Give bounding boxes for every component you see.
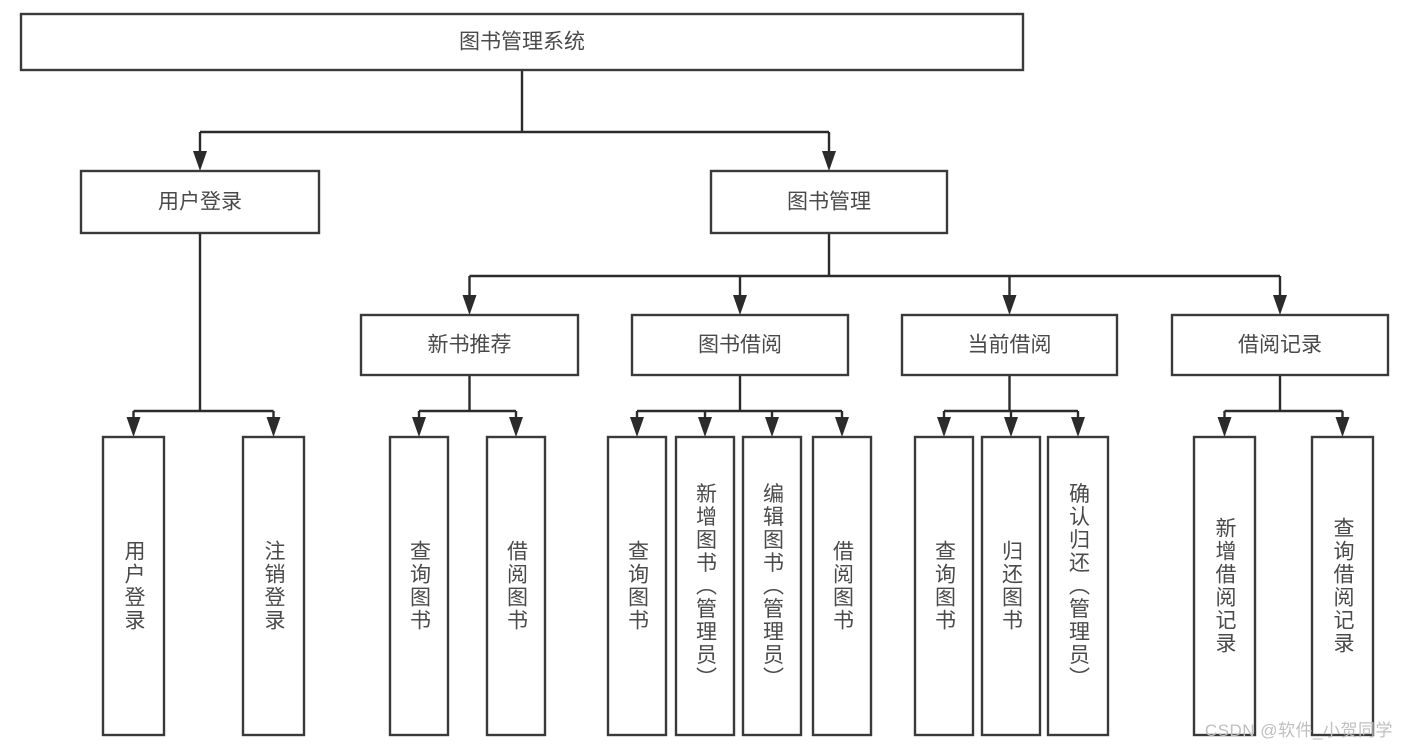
node-leaf-query-book-2[interactable]: 查询图书 xyxy=(606,435,668,737)
node-borrow-record[interactable]: 借阅记录 xyxy=(1170,313,1390,377)
node-new-book-rec-label: 新书推荐 xyxy=(428,334,512,357)
node-leaf-confirm-return-label: 确认归还（管理员） xyxy=(1067,483,1091,690)
node-leaf-borrow-book-2[interactable]: 借阅图书 xyxy=(811,435,873,737)
node-new-book-rec-box xyxy=(359,313,580,377)
node-leaf-query-book-1-box xyxy=(388,435,450,737)
arrow-head-icon xyxy=(1217,417,1232,437)
node-leaf-add-book-label: 新增图书（管理员） xyxy=(694,483,718,690)
node-leaf-confirm-return[interactable]: 确认归还（管理员） xyxy=(1046,435,1110,737)
node-leaf-add-book[interactable]: 新增图书（管理员） xyxy=(674,435,736,737)
arrow-head-icon xyxy=(822,151,836,171)
node-leaf-add-record-label: 新增借阅记录 xyxy=(1213,517,1237,655)
arrow-head-icon xyxy=(1004,417,1018,437)
node-new-book-rec[interactable]: 新书推荐 xyxy=(359,313,580,377)
arrow-head-icon xyxy=(1335,417,1350,437)
node-leaf-borrow-book-1[interactable]: 借阅图书 xyxy=(485,435,547,737)
node-leaf-borrow-book-2-label: 借阅图书 xyxy=(831,540,855,632)
node-leaf-query-book-3-box xyxy=(913,435,975,737)
csdn-watermark: CSDN @软件_小贺同学 xyxy=(1204,721,1393,740)
node-leaf-logout-label: 注销登录 xyxy=(262,540,286,632)
arrow-head-icon xyxy=(765,417,779,437)
arrow-head-icon xyxy=(630,417,644,437)
node-book-borrow-box xyxy=(630,313,850,377)
node-leaf-return-book-box xyxy=(980,435,1042,737)
arrow-head-icon xyxy=(462,295,477,315)
node-leaf-query-book-1[interactable]: 查询图书 xyxy=(388,435,450,737)
arrow-head-icon xyxy=(509,417,523,437)
node-leaf-query-book-3-label: 查询图书 xyxy=(933,540,957,632)
node-current-borrow-label: 当前借阅 xyxy=(968,334,1052,357)
node-current-borrow-box xyxy=(900,313,1119,377)
arrow-head-icon xyxy=(412,417,426,437)
arrow-head-icon xyxy=(126,417,141,437)
node-user-login-box xyxy=(79,169,321,235)
node-borrow-record-label: 借阅记录 xyxy=(1238,334,1322,357)
node-root-system[interactable]: 图书管理系统 xyxy=(19,12,1025,72)
node-leaf-user-login-box xyxy=(101,435,166,737)
node-leaf-edit-book-box xyxy=(741,435,803,737)
arrow-head-icon xyxy=(733,295,747,315)
nodes-layer: 图书管理系统用户登录图书管理新书推荐图书借阅当前借阅借阅记录用户登录注销登录查询… xyxy=(19,12,1390,737)
node-user-login[interactable]: 用户登录 xyxy=(79,169,321,235)
node-leaf-logout-box xyxy=(241,435,306,737)
arrow-head-icon xyxy=(835,417,849,437)
arrow-head-icon xyxy=(266,417,281,437)
node-leaf-confirm-return-box xyxy=(1046,435,1110,737)
node-book-borrow-label: 图书借阅 xyxy=(698,334,782,357)
node-root-system-label: 图书管理系统 xyxy=(459,31,585,54)
arrow-head-icon xyxy=(1002,295,1017,315)
node-user-login-label: 用户登录 xyxy=(158,191,242,214)
node-leaf-borrow-book-1-box xyxy=(485,435,547,737)
node-leaf-query-book-2-box xyxy=(606,435,668,737)
node-leaf-add-book-box xyxy=(674,435,736,737)
arrow-head-icon xyxy=(193,151,207,171)
node-leaf-borrow-book-1-label: 借阅图书 xyxy=(505,540,529,632)
node-current-borrow[interactable]: 当前借阅 xyxy=(900,313,1119,377)
node-borrow-record-box xyxy=(1170,313,1390,377)
node-leaf-query-book-1-label: 查询图书 xyxy=(408,540,432,632)
node-book-manage-box xyxy=(709,169,949,235)
node-leaf-return-book[interactable]: 归还图书 xyxy=(980,435,1042,737)
arrow-head-icon xyxy=(698,417,712,437)
node-book-manage[interactable]: 图书管理 xyxy=(709,169,949,235)
node-leaf-query-book-2-label: 查询图书 xyxy=(626,540,650,632)
node-leaf-user-login[interactable]: 用户登录 xyxy=(101,435,166,737)
node-leaf-query-record-box xyxy=(1310,435,1375,737)
node-leaf-add-record[interactable]: 新增借阅记录 xyxy=(1192,435,1257,737)
node-leaf-add-record-box xyxy=(1192,435,1257,737)
node-leaf-logout[interactable]: 注销登录 xyxy=(241,435,306,737)
node-leaf-user-login-label: 用户登录 xyxy=(122,540,146,632)
node-leaf-borrow-book-2-box xyxy=(811,435,873,737)
node-book-manage-label: 图书管理 xyxy=(787,191,871,214)
node-leaf-query-record[interactable]: 查询借阅记录 xyxy=(1310,435,1375,737)
edges-layer xyxy=(126,70,1350,437)
node-leaf-query-record-label: 查询借阅记录 xyxy=(1331,517,1355,655)
node-leaf-return-book-label: 归还图书 xyxy=(1000,540,1024,632)
node-book-borrow[interactable]: 图书借阅 xyxy=(630,313,850,377)
node-root-system-box xyxy=(19,12,1025,72)
node-leaf-query-book-3[interactable]: 查询图书 xyxy=(913,435,975,737)
arrow-head-icon xyxy=(937,417,951,437)
node-leaf-edit-book-label: 编辑图书（管理员） xyxy=(761,483,785,690)
arrow-head-icon xyxy=(1071,417,1085,437)
node-leaf-edit-book[interactable]: 编辑图书（管理员） xyxy=(741,435,803,737)
arrow-head-icon xyxy=(1273,295,1287,315)
